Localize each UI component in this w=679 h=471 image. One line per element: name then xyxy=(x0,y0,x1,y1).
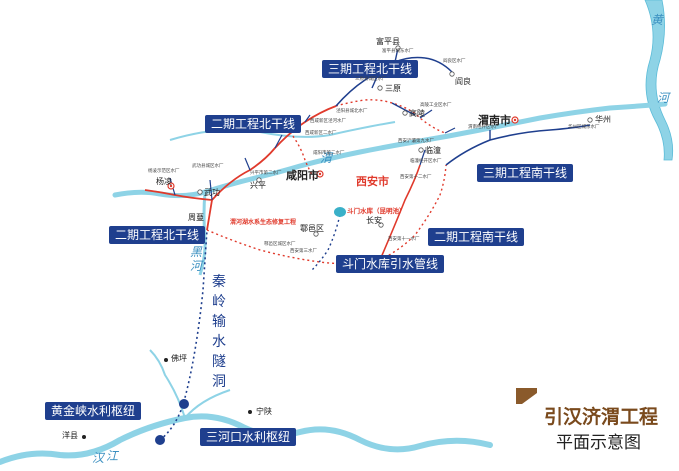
plant-label: 西咸新区泾河水厂 xyxy=(310,119,346,124)
plant-label: 西安第三水厂 xyxy=(290,249,317,254)
blue-north-branch-3 xyxy=(424,57,453,73)
city-gaoling: 高陵 xyxy=(409,109,425,118)
heihe-river-label-1: 黑 xyxy=(190,245,203,259)
city-lintong: 临潼 xyxy=(425,146,441,155)
doumen-reservoir xyxy=(334,207,346,217)
sanhekou-dam-marker xyxy=(179,399,189,409)
red-trunk-xian xyxy=(379,164,421,261)
city-zhouzhi: 周至 xyxy=(188,213,204,222)
doumen-reservoir-label: 斗门水库（昆明池） xyxy=(347,207,406,215)
han-river-label-1: 汉 xyxy=(92,451,105,465)
red-trunk-north xyxy=(206,105,337,231)
plant-label: 杨凌示范区水厂 xyxy=(148,169,180,174)
wei-river-label: 渭 xyxy=(320,151,333,165)
plant-label: 富平县城东水厂 xyxy=(382,49,414,54)
tunnel-char-2: 岭 xyxy=(212,294,226,310)
ecology-project-label: 渭河湖水系生态修复工程 xyxy=(230,219,297,226)
callout-p3-north: 三期工程北干线 xyxy=(322,60,419,78)
tunnel-char-5: 隧 xyxy=(212,354,226,370)
plant-label: 西咸新区二水厂 xyxy=(305,131,337,136)
prefecture-markers xyxy=(167,116,519,190)
city-foping: 佛坪 xyxy=(171,354,187,363)
tunnel-char-6: 洞 xyxy=(212,374,226,390)
map-title-line2: 平面示意图 xyxy=(556,433,641,453)
tunnel-char-1: 秦 xyxy=(212,274,226,290)
city-markers xyxy=(197,45,593,237)
plant-label: 三原县城区水厂 xyxy=(355,77,387,82)
plant-label: 西安第十一水厂 xyxy=(388,237,420,242)
city-wugong: 武功 xyxy=(204,188,220,197)
callout-huangjinxia: 黄金峡水利枢纽 xyxy=(45,402,142,420)
blue-north-branch-5 xyxy=(391,102,416,116)
city-xingping: 兴平 xyxy=(250,181,266,190)
plant-label: 西安浐灞第九水厂 xyxy=(398,139,434,144)
callout-p2-north-upper: 二期工程北干线 xyxy=(205,115,302,133)
tunnel-char-3: 输 xyxy=(212,314,226,330)
title-corner-decoration xyxy=(516,388,537,404)
city-huyi: 鄠邑区 xyxy=(300,224,324,233)
callout-sanhekou: 三河口水利枢纽 xyxy=(200,428,297,446)
city-xianyang: 咸阳市 xyxy=(286,169,319,182)
red-south-ecology xyxy=(206,229,381,265)
han-tributary-2 xyxy=(184,389,231,419)
map-title-line1: 引汉济渭工程 xyxy=(544,406,659,428)
blue-south-east xyxy=(445,124,591,166)
city-yanliang: 阎良 xyxy=(455,77,471,86)
callout-p2-north-lower: 二期工程北干线 xyxy=(109,226,206,244)
heihe-river-label-2: 河 xyxy=(190,259,203,273)
plant-label: 咸阳市第二水厂 xyxy=(313,151,345,156)
city-ningshan: 宁陕 xyxy=(256,407,272,416)
city-huazhou: 华州 xyxy=(595,115,611,124)
red-dotted-south xyxy=(379,164,447,261)
plant-label: 临潼经开区水厂 xyxy=(410,159,442,164)
city-yangling: 杨凌 xyxy=(156,177,172,186)
plant-label: 鄠邑区城区水厂 xyxy=(264,242,296,247)
callout-doumen-pipe: 斗门水库引水管线 xyxy=(336,255,445,273)
plant-label: 西安第十二水厂 xyxy=(400,175,432,180)
han-river xyxy=(0,413,493,465)
city-weinan: 渭南市 xyxy=(478,114,511,127)
plant-label: 高陵工业区水厂 xyxy=(420,103,452,108)
city-sanyuan: 三原 xyxy=(385,84,401,93)
black-dots xyxy=(82,358,252,439)
city-yangxian: 洋县 xyxy=(62,431,78,440)
wei-river xyxy=(112,101,668,199)
plant-label: 阎良区水厂 xyxy=(443,59,466,64)
plant-label: 渭南经开区水厂 xyxy=(468,125,500,130)
plant-label: 华州区城东水厂 xyxy=(568,125,600,130)
red-dotted-xianyang xyxy=(289,131,316,181)
han-river-label-2: 江 xyxy=(106,449,119,463)
city-changan: 长安 xyxy=(366,216,382,225)
callout-p3-south: 三期工程南干线 xyxy=(477,164,574,182)
callout-p2-south: 二期工程南干线 xyxy=(428,228,525,246)
huang-river xyxy=(644,0,674,161)
city-fuping: 富平县 xyxy=(376,37,400,46)
plant-label: 泾阳县城北水厂 xyxy=(336,109,368,114)
huangjinxia-dam-marker xyxy=(155,435,165,445)
city-xian: 西安市 xyxy=(356,175,389,188)
huang-river-label-1: 黄 xyxy=(651,13,664,27)
plant-label: 兴平市第二水厂 xyxy=(250,171,282,176)
blue-doumen-pipe xyxy=(311,214,341,271)
plant-label: 武功县城区水厂 xyxy=(192,164,224,169)
huang-river-label-2: 河 xyxy=(657,91,670,105)
tunnel-char-4: 水 xyxy=(212,334,226,350)
qinling-tunnel-line xyxy=(159,229,208,441)
